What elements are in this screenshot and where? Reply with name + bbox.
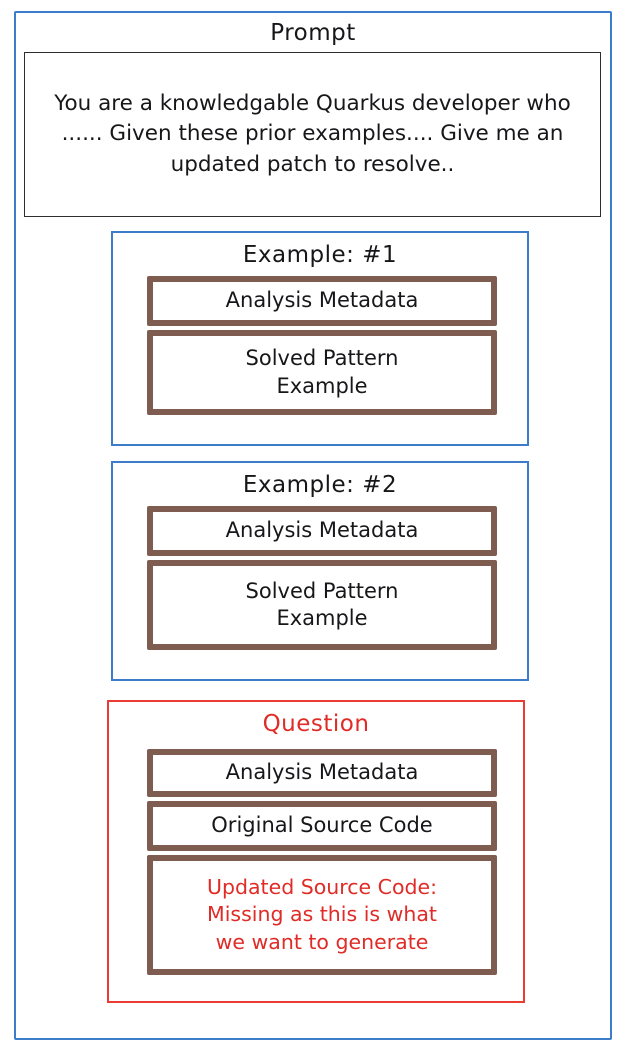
question-title: Question — [262, 711, 370, 737]
example-2-analysis-metadata-box: Analysis Metadata — [147, 506, 497, 556]
question-analysis-metadata-label: Analysis Metadata — [225, 760, 419, 785]
example-1-analysis-metadata-label: Analysis Metadata — [225, 288, 419, 313]
example-1-analysis-metadata-box: Analysis Metadata — [147, 276, 497, 326]
question-section: Question Analysis Metadata Original Sour… — [107, 700, 525, 1003]
example-2-title: Example: #2 — [242, 472, 398, 498]
prompt-body-text: You are a knowledgable Quarkus developer… — [54, 90, 571, 177]
example-2-analysis-metadata-label: Analysis Metadata — [225, 518, 419, 543]
example-2-section: Example: #2 Analysis Metadata Solved Pat… — [111, 461, 529, 681]
prompt-title: Prompt — [270, 20, 356, 46]
example-1-solved-pattern-box: Solved Pattern Example — [147, 330, 497, 415]
question-updated-source-code-box: Updated Source Code: Missing as this is … — [147, 855, 497, 975]
example-1-solved-pattern-label: Solved Pattern Example — [245, 346, 399, 398]
question-original-source-code-box: Original Source Code — [147, 801, 497, 851]
prompt-outer-frame — [14, 11, 612, 1040]
question-analysis-metadata-box: Analysis Metadata — [147, 749, 497, 797]
example-2-solved-pattern-label: Solved Pattern Example — [245, 578, 399, 630]
example-1-title: Example: #1 — [242, 242, 398, 268]
question-updated-source-code-label: Updated Source Code: Missing as this is … — [206, 874, 438, 954]
example-1-section: Example: #1 Analysis Metadata Solved Pat… — [111, 231, 529, 446]
question-original-source-code-label: Original Source Code — [211, 813, 433, 838]
example-2-solved-pattern-box: Solved Pattern Example — [147, 560, 497, 650]
prompt-body-box: You are a knowledgable Quarkus developer… — [24, 52, 601, 217]
